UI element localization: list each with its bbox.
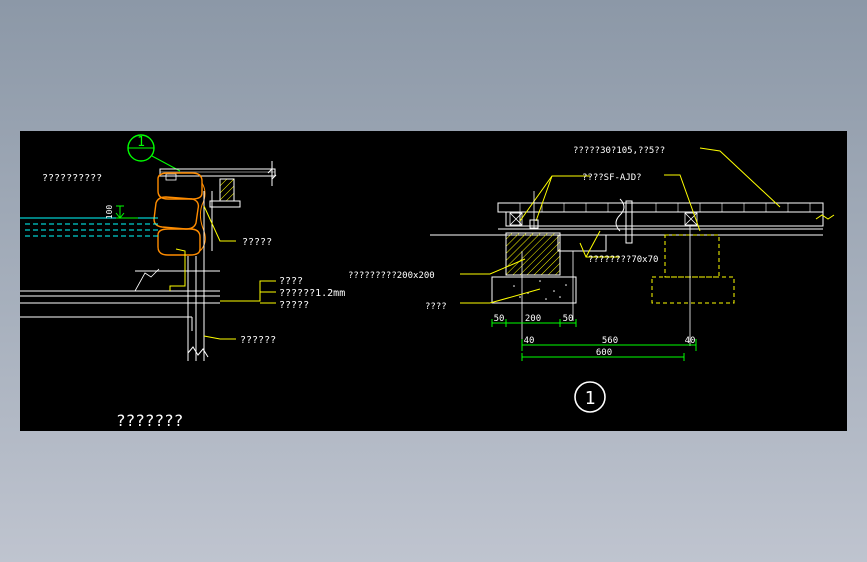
label-stone: ?????????? [42, 173, 102, 184]
joist-box-right [684, 212, 698, 226]
fixing-bracket [165, 173, 177, 181]
section-marker-circle [574, 381, 606, 413]
break-mark-deck [615, 198, 625, 232]
concrete-base [491, 276, 577, 304]
label-fixing: ????SF-AJD? [582, 173, 642, 183]
leader-pier [460, 258, 526, 275]
dim-40-left: 40 [524, 336, 535, 346]
deck-plank-joints [519, 203, 811, 212]
deck-plank [159, 168, 276, 177]
stone-bottom [157, 228, 201, 256]
dim-50-left: 50 [494, 314, 505, 324]
leader-fixing-3 [664, 174, 701, 232]
label-top: ?????30?105,??5?? [573, 146, 665, 156]
break-mark-top [267, 167, 277, 181]
break-mark-right [815, 214, 835, 220]
cad-drawing: 1 100 [20, 134, 835, 430]
ledge [209, 200, 241, 208]
leader-bottom [203, 335, 236, 340]
label-base: ???? [425, 302, 447, 312]
dim-560: 560 [602, 336, 618, 346]
label-beam: ????????70x70 [588, 255, 658, 265]
label-layer-1: ???? [279, 276, 303, 287]
stone-top [157, 172, 203, 200]
level-dim-value: 100 [105, 205, 114, 220]
dim-200: 200 [525, 314, 541, 324]
fill-slope [134, 268, 160, 292]
dim-600: 600 [596, 348, 612, 358]
leader-right-label [203, 205, 236, 242]
label-bottom: ?????? [240, 335, 276, 346]
dim-50-right: 50 [563, 314, 574, 324]
hatched-block [219, 178, 235, 202]
cad-drawing-canvas: 1 100 [20, 131, 847, 431]
leader-layer-bracket [220, 280, 276, 302]
label-pier: ?????????200x200 [348, 271, 435, 281]
section-marker-number: 1 [585, 388, 596, 409]
leader-fixing-2 [535, 175, 553, 222]
joist-cross-left [509, 212, 523, 226]
joist-cross-right [684, 212, 698, 226]
right-section-detail: ?????30?105,??5?? ????SF-AJD? ????????70… [348, 146, 835, 413]
break-fixing [625, 200, 633, 244]
left-detail-title: ??????? [116, 411, 183, 430]
label-layer-3: ????? [279, 300, 309, 311]
left-section-detail: 1 100 [20, 134, 345, 430]
break-mark-bottom [187, 346, 209, 358]
leader-fixing-1 [519, 175, 590, 222]
joist [505, 211, 824, 227]
concrete-dots [513, 280, 567, 300]
leader-beam-2 [585, 230, 601, 258]
leader-base [460, 288, 541, 304]
label-layer-2: ??????1.2mm [279, 288, 345, 299]
leader-layers [169, 248, 186, 291]
stone-mid [153, 196, 200, 230]
level-marker [115, 212, 125, 219]
deck-surface [497, 202, 824, 213]
label-right: ????? [242, 237, 272, 248]
stone-right-edge [199, 182, 206, 252]
hidden-pier [664, 234, 720, 278]
detail-marker-number: 1 [137, 135, 145, 150]
hatched-pier [505, 232, 561, 276]
pier-cap [557, 234, 607, 252]
leader-top [699, 147, 781, 208]
hidden-base [651, 276, 735, 304]
dim-40-right: 40 [685, 336, 696, 346]
dimension-lines [491, 319, 697, 361]
